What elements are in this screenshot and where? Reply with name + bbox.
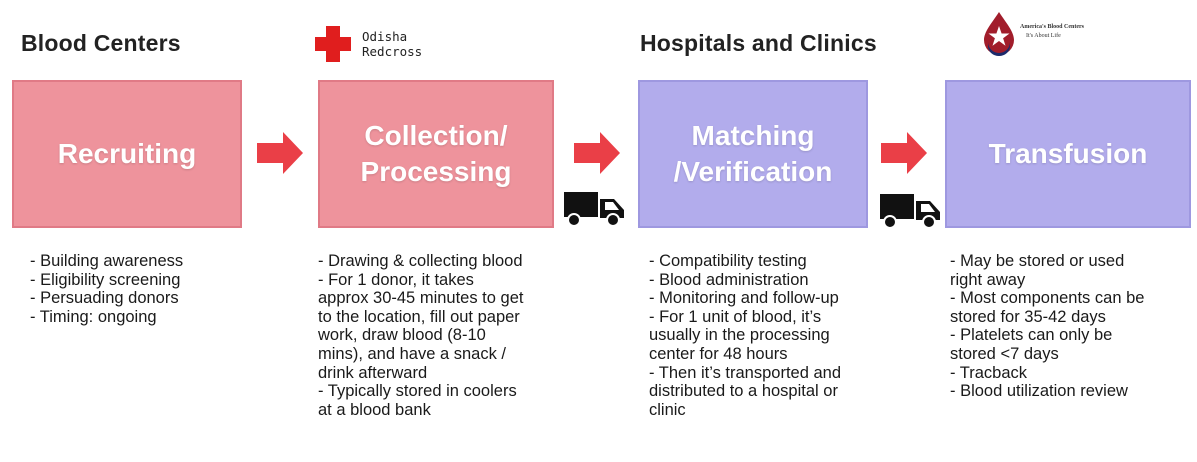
list-item: - Most components can be	[950, 289, 1145, 308]
stage-matching-verification: Matching /Verification	[638, 80, 868, 228]
list-item: - Blood administration	[649, 270, 809, 289]
americas-blood-centers-logo: America's Blood Centers It's About Life	[982, 10, 1092, 58]
list-item: - Eligibility screening	[30, 270, 181, 289]
stage-collection-line2: Processing	[360, 156, 512, 187]
matching-notes: - Compatibility testing - Blood administ…	[649, 252, 919, 419]
stage-transfusion-line1: Transfusion	[988, 138, 1148, 169]
list-item: distributed to a hospital or	[649, 382, 838, 401]
arc-logo-line2: It's About Life	[1026, 33, 1061, 39]
list-item: - Platelets can only be	[950, 326, 1113, 345]
stage-recruiting-line1: Recruiting	[57, 138, 197, 169]
list-item: - May be stored or used	[950, 252, 1125, 270]
redcross-logo-line1: Odisha	[362, 29, 408, 44]
list-item: - Tracback	[950, 363, 1028, 382]
list-item: - Blood utilization review	[950, 382, 1128, 401]
list-item: at a blood bank	[318, 400, 431, 419]
list-item: work, draw blood (8-10	[318, 326, 486, 345]
recruiting-notes: - Building awareness - Eligibility scree…	[30, 252, 270, 326]
list-item: - Persuading donors	[30, 289, 179, 308]
list-item: - Typically stored in coolers	[318, 382, 517, 401]
hospitals-clinics-heading: Hospitals and Clinics	[640, 30, 877, 56]
list-item: - Drawing & collecting blood	[318, 252, 523, 270]
list-item: - Building awareness	[30, 252, 184, 270]
list-item: clinic	[649, 400, 686, 419]
right-arrow-icon	[257, 132, 303, 174]
collection-notes: - Drawing & collecting blood - For 1 don…	[318, 252, 598, 419]
list-item: usually in the processing	[649, 326, 830, 345]
truck-icon	[564, 192, 624, 227]
list-item: - Timing: ongoing	[30, 307, 157, 326]
red-cross-icon	[315, 26, 351, 62]
list-item: to the location, fill out paper	[318, 307, 520, 326]
right-arrow-icon	[574, 132, 620, 174]
stage-matching-line2: /Verification	[673, 156, 833, 187]
stage-collection-line1: Collection/	[364, 120, 508, 151]
right-arrow-icon	[881, 132, 927, 174]
list-item: stored for 35-42 days	[950, 307, 1106, 326]
stage-transfusion: Transfusion	[945, 80, 1191, 228]
list-item: - Compatibility testing	[649, 252, 807, 270]
list-item: - For 1 donor, it takes	[318, 270, 474, 289]
list-item: drink afterward	[318, 363, 428, 382]
list-item: approx 30-45 minutes to get	[318, 289, 524, 308]
truck-icon	[880, 194, 940, 229]
transfusion-notes: - May be stored or used right away - Mos…	[950, 252, 1195, 401]
list-item: mins), and have a snack /	[318, 344, 507, 363]
list-item: - Monitoring and follow-up	[649, 289, 839, 308]
stage-collection-processing: Collection/ Processing	[318, 80, 554, 228]
odisha-redcross-logo: Odisha Redcross	[313, 24, 453, 66]
redcross-logo-line2: Redcross	[362, 44, 423, 59]
stage-matching-line1: Matching	[691, 120, 815, 151]
stage-recruiting: Recruiting	[12, 80, 242, 228]
arc-logo-line1: America's Blood Centers	[1020, 24, 1084, 30]
list-item: stored <7 days	[950, 344, 1059, 363]
list-item: - Then it’s transported and	[649, 363, 842, 382]
list-item: right away	[950, 270, 1026, 289]
list-item: center for 48 hours	[649, 344, 788, 363]
star-drop-icon	[984, 12, 1014, 56]
blood-centers-heading: Blood Centers	[21, 30, 181, 56]
list-item: - For 1 unit of blood, it’s	[649, 307, 822, 326]
